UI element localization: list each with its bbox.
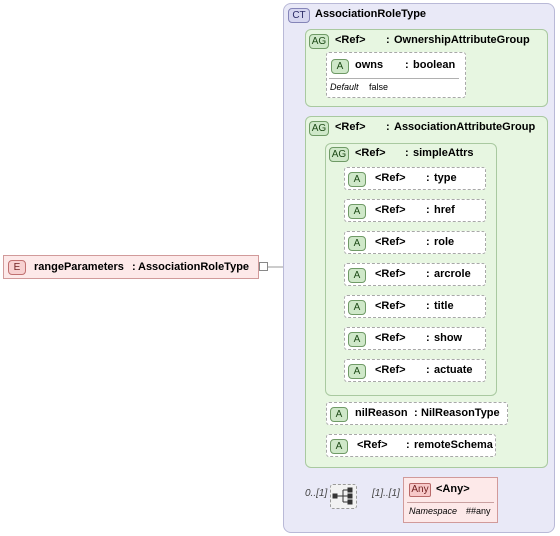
any-namespace-value: ##any: [466, 506, 491, 516]
attr-title[interactable]: A <Ref> : title: [344, 295, 486, 318]
attr-type-name: type: [434, 172, 457, 184]
remote-schema-sep: :: [406, 439, 410, 451]
association-group-badge: AG: [309, 121, 329, 136]
attr-arcrole[interactable]: A <Ref> : arcrole: [344, 263, 486, 286]
simple-attrs-badge: AG: [329, 147, 349, 162]
attr-title-ref: <Ref>: [375, 300, 406, 312]
nil-reason-sep: :: [414, 407, 418, 419]
attr-show-ref: <Ref>: [375, 332, 406, 344]
attr-role-ref: <Ref>: [375, 236, 406, 248]
element-box[interactable]: E rangeParameters : AssociationRoleType: [3, 255, 259, 279]
owns-attribute[interactable]: A owns : boolean Default false: [326, 52, 466, 98]
owns-default-value: false: [369, 82, 389, 92]
any-divider: [407, 502, 494, 503]
remote-schema-ref: <Ref>: [357, 439, 388, 451]
attr-arcrole-name: arcrole: [434, 268, 471, 280]
attr-arcrole-badge: A: [348, 268, 366, 283]
attr-actuate-badge: A: [348, 364, 366, 379]
simple-attrs-ref: <Ref>: [355, 147, 386, 159]
ownership-group-ref: <Ref>: [335, 34, 366, 46]
association-group-sep: :: [386, 121, 390, 133]
element-badge: E: [8, 260, 26, 275]
ownership-group-sep: :: [386, 34, 390, 46]
attr-role-badge: A: [348, 236, 366, 251]
association-group-name: AssociationAttributeGroup: [394, 121, 536, 133]
simple-attrs-name: simpleAttrs: [413, 147, 474, 159]
sequence-icon: [332, 487, 353, 505]
attr-type-ref: <Ref>: [375, 172, 406, 184]
attr-title-sep: :: [426, 300, 430, 312]
attr-actuate-name: actuate: [434, 364, 473, 376]
nil-reason-badge: A: [330, 407, 348, 422]
sequence-inner-cardinality: [1]..[1]: [372, 488, 400, 499]
attr-title-name: title: [434, 300, 454, 312]
nil-reason-name: nilReason: [355, 407, 408, 419]
attr-remote-schema[interactable]: A <Ref> : remoteSchema: [326, 434, 496, 457]
any-name: <Any>: [436, 483, 470, 495]
attr-href-badge: A: [348, 204, 366, 219]
owns-type: boolean: [413, 59, 456, 71]
expand-toggle[interactable]: [259, 262, 268, 271]
attr-href-name: href: [434, 204, 455, 216]
sequence-compositor[interactable]: [330, 484, 357, 509]
attr-type[interactable]: A <Ref> : type: [344, 167, 486, 190]
attr-role-sep: :: [426, 236, 430, 248]
association-group-ref: <Ref>: [335, 121, 366, 133]
owns-sep: :: [405, 59, 409, 71]
attr-role-name: role: [434, 236, 455, 248]
nil-reason-type: NilReasonType: [421, 407, 500, 419]
attr-actuate[interactable]: A <Ref> : actuate: [344, 359, 486, 382]
owns-divider: [329, 78, 459, 79]
attr-actuate-sep: :: [426, 364, 430, 376]
attr-actuate-ref: <Ref>: [375, 364, 406, 376]
remote-schema-name: remoteSchema: [414, 439, 493, 451]
ownership-group-badge: AG: [309, 34, 329, 49]
attr-type-sep: :: [426, 172, 430, 184]
any-element[interactable]: Any <Any> Namespace ##any: [403, 477, 498, 523]
owns-badge: A: [331, 59, 349, 74]
attr-href-ref: <Ref>: [375, 204, 406, 216]
attr-role[interactable]: A <Ref> : role: [344, 231, 486, 254]
attr-arcrole-ref: <Ref>: [375, 268, 406, 280]
any-badge: Any: [409, 483, 431, 497]
owns-name: owns: [355, 59, 384, 71]
element-name: rangeParameters: [34, 261, 124, 273]
attr-nil-reason[interactable]: A nilReason : NilReasonType: [326, 402, 508, 425]
attr-href[interactable]: A <Ref> : href: [344, 199, 486, 222]
sequence-outer-cardinality: 0..[1]: [305, 488, 328, 499]
attr-show-name: show: [434, 332, 463, 344]
simple-attrs-sep: :: [405, 147, 409, 159]
complex-type-name: AssociationRoleType: [315, 8, 427, 20]
attr-show[interactable]: A <Ref> : show: [344, 327, 486, 350]
owns-default-label: Default: [330, 82, 359, 92]
complex-type-badge: CT: [288, 8, 310, 23]
attr-title-badge: A: [348, 300, 366, 315]
attr-arcrole-sep: :: [426, 268, 430, 280]
element-type: AssociationRoleType: [138, 261, 250, 273]
element-sep: :: [132, 261, 136, 273]
remote-schema-badge: A: [330, 439, 348, 454]
attr-type-badge: A: [348, 172, 366, 187]
any-namespace-label: Namespace: [409, 506, 458, 516]
attr-show-badge: A: [348, 332, 366, 347]
ownership-group-name: OwnershipAttributeGroup: [394, 34, 530, 46]
attr-show-sep: :: [426, 332, 430, 344]
attr-href-sep: :: [426, 204, 430, 216]
